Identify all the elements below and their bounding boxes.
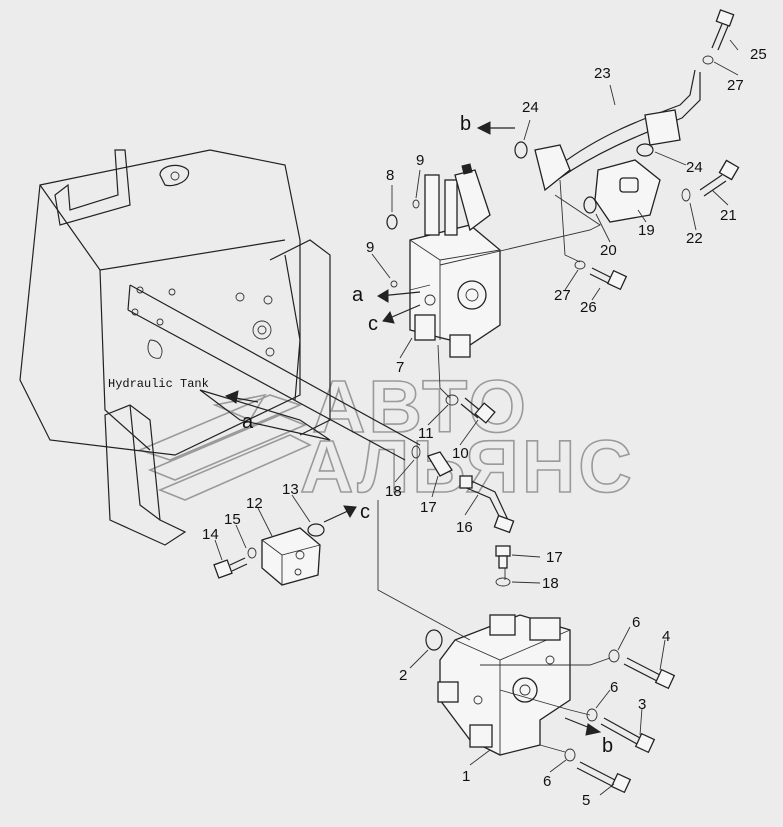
callout-27-top: 27	[727, 77, 744, 94]
bolt-4	[623, 657, 676, 690]
watermark-logo	[137, 393, 312, 501]
callout-12: 12	[246, 495, 263, 512]
callout-9-bottom: 9	[366, 239, 374, 256]
leader-lines	[214, 39, 739, 796]
letter-a-lower: a	[242, 411, 254, 433]
washer-27-bottom	[574, 260, 586, 270]
oring-20	[583, 196, 597, 214]
callout-18-top: 18	[385, 483, 402, 500]
letter-c-lower: c	[360, 501, 370, 523]
block-12	[261, 527, 321, 586]
bolt-26	[589, 267, 628, 291]
callout-14: 14	[202, 526, 219, 543]
letter-b-lower: b	[602, 735, 613, 757]
bolt-25	[711, 9, 735, 51]
letter-a-upper: a	[352, 284, 364, 306]
hydraulic-tank	[19, 149, 331, 546]
callout-5: 5	[582, 792, 590, 809]
callout-16: 16	[456, 519, 473, 536]
callout-24-right: 24	[686, 159, 703, 176]
oring-13	[307, 523, 325, 537]
callout-23: 23	[594, 65, 611, 82]
callout-2: 2	[399, 667, 407, 684]
callout-11: 11	[418, 425, 434, 442]
callout-6-bottom: 6	[543, 773, 551, 790]
bolt-14	[213, 557, 248, 579]
letter-c-upper: c	[368, 313, 378, 335]
watermark-line2: АЛЬЯНС	[300, 425, 635, 508]
oring-24-left	[514, 141, 528, 159]
washer-11	[445, 394, 459, 406]
washers-orings	[247, 55, 714, 762]
connection-letters: a a b b c c	[242, 113, 613, 757]
oring-24-right	[636, 143, 654, 157]
callout-25: 25	[750, 46, 767, 63]
watermark: АВТО АЛЬЯНС	[137, 364, 635, 509]
oring-9-bottom	[390, 280, 398, 288]
callout-17-bottom: 17	[546, 549, 563, 566]
tank-label: Hydraulic Tank	[108, 377, 209, 391]
washer-27-top	[702, 55, 714, 65]
callout-17-top: 17	[420, 499, 437, 516]
lower-pump-assembly	[437, 614, 571, 756]
routing-lines	[377, 179, 611, 753]
callout-4: 4	[662, 628, 670, 645]
callout-6-middle: 6	[610, 679, 618, 696]
callout-9-top: 9	[416, 152, 424, 169]
callout-3: 3	[638, 696, 646, 713]
washer-6-bottom	[564, 748, 576, 762]
oring-18-bottom	[495, 577, 511, 587]
callout-8: 8	[386, 167, 394, 184]
oring-18-top	[411, 445, 421, 459]
letter-b-upper: b	[460, 113, 471, 135]
callout-15: 15	[224, 511, 241, 528]
callout-22: 22	[686, 230, 703, 247]
callout-10: 10	[452, 445, 469, 462]
washer-6-top	[608, 649, 620, 663]
watermark-line1: АВТО	[312, 365, 529, 448]
oring-2	[425, 629, 443, 651]
oring-8	[386, 214, 398, 230]
bolt-5	[576, 761, 632, 794]
callout-1: 1	[462, 768, 470, 785]
upper-control-valve	[409, 163, 501, 358]
callout-24-left: 24	[522, 99, 539, 116]
fitting-17-bottom	[495, 545, 511, 569]
fitting-17-top	[427, 451, 453, 477]
callout-7: 7	[396, 359, 404, 376]
callout-26: 26	[580, 299, 597, 316]
callout-6-top: 6	[632, 614, 640, 631]
bolt-21	[699, 159, 740, 197]
tube-16	[459, 475, 515, 534]
flange-block-19	[594, 159, 661, 223]
mounting-bar	[127, 284, 421, 461]
tube-23	[534, 69, 701, 192]
callout-21: 21	[720, 207, 737, 224]
callout-13: 13	[282, 481, 299, 498]
oring-9-top	[412, 199, 420, 209]
callout-18-bottom: 18	[542, 575, 559, 592]
bolt-10	[460, 397, 496, 424]
bolt-3	[600, 717, 656, 754]
washer-6-middle	[586, 708, 598, 722]
washer-22	[681, 188, 691, 202]
callout-19: 19	[638, 222, 655, 239]
callout-27-bottom: 27	[554, 287, 571, 304]
flow-arrows	[224, 121, 602, 736]
callouts: 1 2 3 4 5 6 6 6 7 8 9 9 10 11 12 13 14 1…	[202, 46, 767, 809]
callout-20: 20	[600, 242, 617, 259]
washer-15	[247, 547, 257, 559]
